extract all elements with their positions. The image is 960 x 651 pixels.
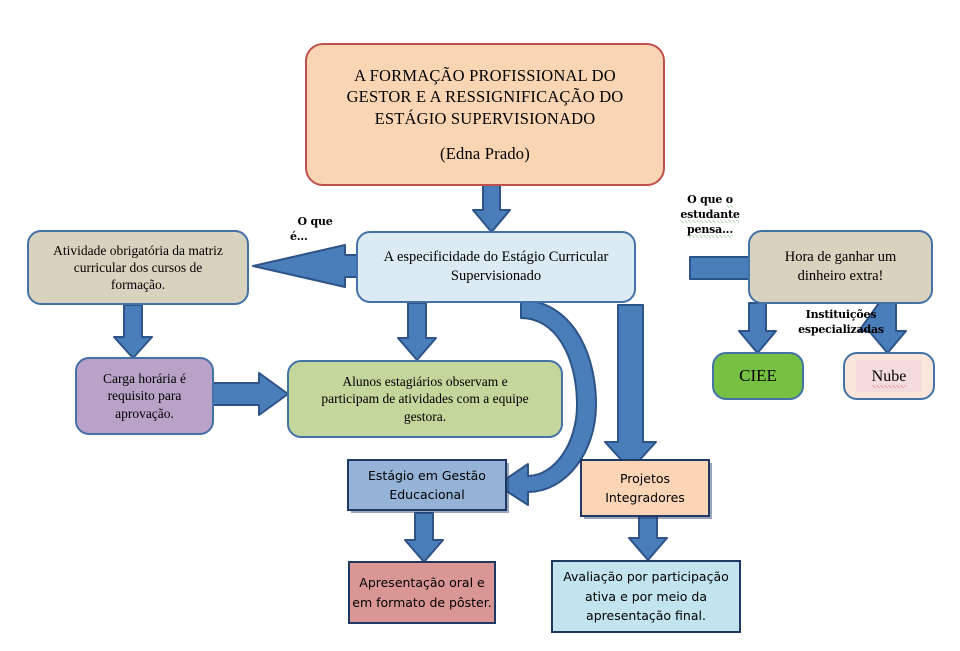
alunos-line-3: gestora. bbox=[403, 408, 447, 424]
title-line-1: A FORMAÇÃO PROFISSIONAL DO bbox=[354, 66, 616, 86]
atividade-line-2: curricular dos cursos de bbox=[73, 259, 203, 275]
estagio-gestao-line-2: Educacional bbox=[389, 487, 465, 502]
nube-label: Nube bbox=[871, 367, 907, 388]
central-line-2: Supervisionado bbox=[450, 268, 542, 284]
projetos-line-2: Integradores bbox=[605, 490, 685, 505]
estagio-gestao-line-1: Estágio em Gestão bbox=[368, 467, 486, 483]
hora-line-2: dinheiro extra! bbox=[797, 268, 884, 284]
label-instituicoes-especializadas: Instituições especializadas bbox=[782, 308, 900, 338]
carga-line-3: aprovação. bbox=[115, 405, 174, 421]
apresentacao-line-1: Apresentação oral e bbox=[359, 575, 485, 591]
arrow-central-to-atividade bbox=[252, 244, 359, 288]
node-nube: Nube bbox=[843, 352, 935, 400]
label-o-que-estudante-pensa: O que o estudante pensa... bbox=[660, 193, 760, 238]
label-o-que-e: O que é... bbox=[286, 215, 344, 245]
node-ciee: CIEE bbox=[712, 352, 804, 400]
node-hora-ganhar-dinheiro: Hora de ganhar um dinheiro extra! bbox=[748, 230, 933, 304]
node-title: A FORMAÇÃO PROFISSIONAL DO GESTOR E A RE… bbox=[305, 43, 665, 186]
carga-line-1: Carga horária é bbox=[103, 371, 186, 387]
apresentacao-line-2: em formato de pôster. bbox=[352, 594, 492, 610]
ciee-label: CIEE bbox=[739, 366, 777, 386]
atividade-line-1: Atividade obrigatória da matriz bbox=[53, 242, 223, 258]
arrow-central-to-projetos bbox=[604, 304, 657, 471]
alunos-line-1: Alunos estagiários observam e bbox=[342, 374, 508, 390]
title-author: (Edna Prado) bbox=[440, 143, 530, 163]
arrow-estagio-to-apresentacao bbox=[404, 512, 444, 563]
arrow-carga-to-alunos bbox=[212, 372, 289, 416]
central-line-1: A especificidade do Estágio Curricular bbox=[383, 249, 609, 266]
alunos-line-2: participam de atividades com a equipe bbox=[321, 391, 529, 407]
node-estagio-gestao-educacional: Estágio em Gestão Educacional bbox=[347, 459, 507, 511]
node-projetos-integradores: Projetos Integradores bbox=[580, 459, 710, 517]
avaliacao-line-3: apresentação final. bbox=[586, 608, 706, 624]
node-avaliacao-participacao: Avaliação por participação ativa e por m… bbox=[551, 560, 741, 633]
carga-line-2: requisito para bbox=[107, 388, 182, 404]
label-instituicoes-line-1: Instituições bbox=[805, 308, 877, 321]
node-alunos-estagiarios: Alunos estagiários observam e participam… bbox=[287, 360, 563, 438]
avaliacao-line-2: ativa e por meio da bbox=[585, 588, 707, 604]
node-carga-horaria: Carga horária é requisito para aprovação… bbox=[75, 357, 214, 435]
label-estudante-line-3: pensa... bbox=[687, 222, 733, 238]
title-line-2: GESTOR E A RESSIGNIFICAÇÃO DO bbox=[346, 87, 624, 107]
arrow-title-to-central bbox=[472, 180, 511, 233]
arrow-projetos-to-avaliacao bbox=[628, 512, 668, 561]
node-atividade-obrigatoria: Atividade obrigatória da matriz curricul… bbox=[27, 230, 249, 305]
label-o-que-e-line-2: é... bbox=[290, 229, 308, 243]
node-apresentacao-oral: Apresentação oral e em formato de pôster… bbox=[348, 561, 496, 624]
title-line-3: ESTÁGIO SUPERVISIONADO bbox=[374, 108, 596, 128]
label-estudante-line-2: estudante bbox=[680, 207, 740, 223]
avaliacao-line-1: Avaliação por participação bbox=[563, 569, 729, 585]
label-instituicoes-line-2: especializadas bbox=[798, 322, 884, 336]
label-o-que-e-line-1: O que bbox=[297, 215, 333, 228]
arrow-atividade-to-carga bbox=[113, 304, 153, 359]
projetos-line-1: Projetos bbox=[619, 470, 671, 486]
arrow-central-to-alunos bbox=[397, 302, 437, 361]
node-central-especificidade: A especificidade do Estágio Curricular S… bbox=[356, 231, 636, 303]
label-estudante-line-1b: o bbox=[725, 193, 733, 208]
atividade-line-3: formação. bbox=[110, 277, 166, 293]
label-estudante-line-1a: O que bbox=[687, 193, 726, 206]
hora-line-1: Hora de ganhar um bbox=[784, 249, 897, 266]
arrow-hora-to-ciee bbox=[738, 302, 777, 354]
